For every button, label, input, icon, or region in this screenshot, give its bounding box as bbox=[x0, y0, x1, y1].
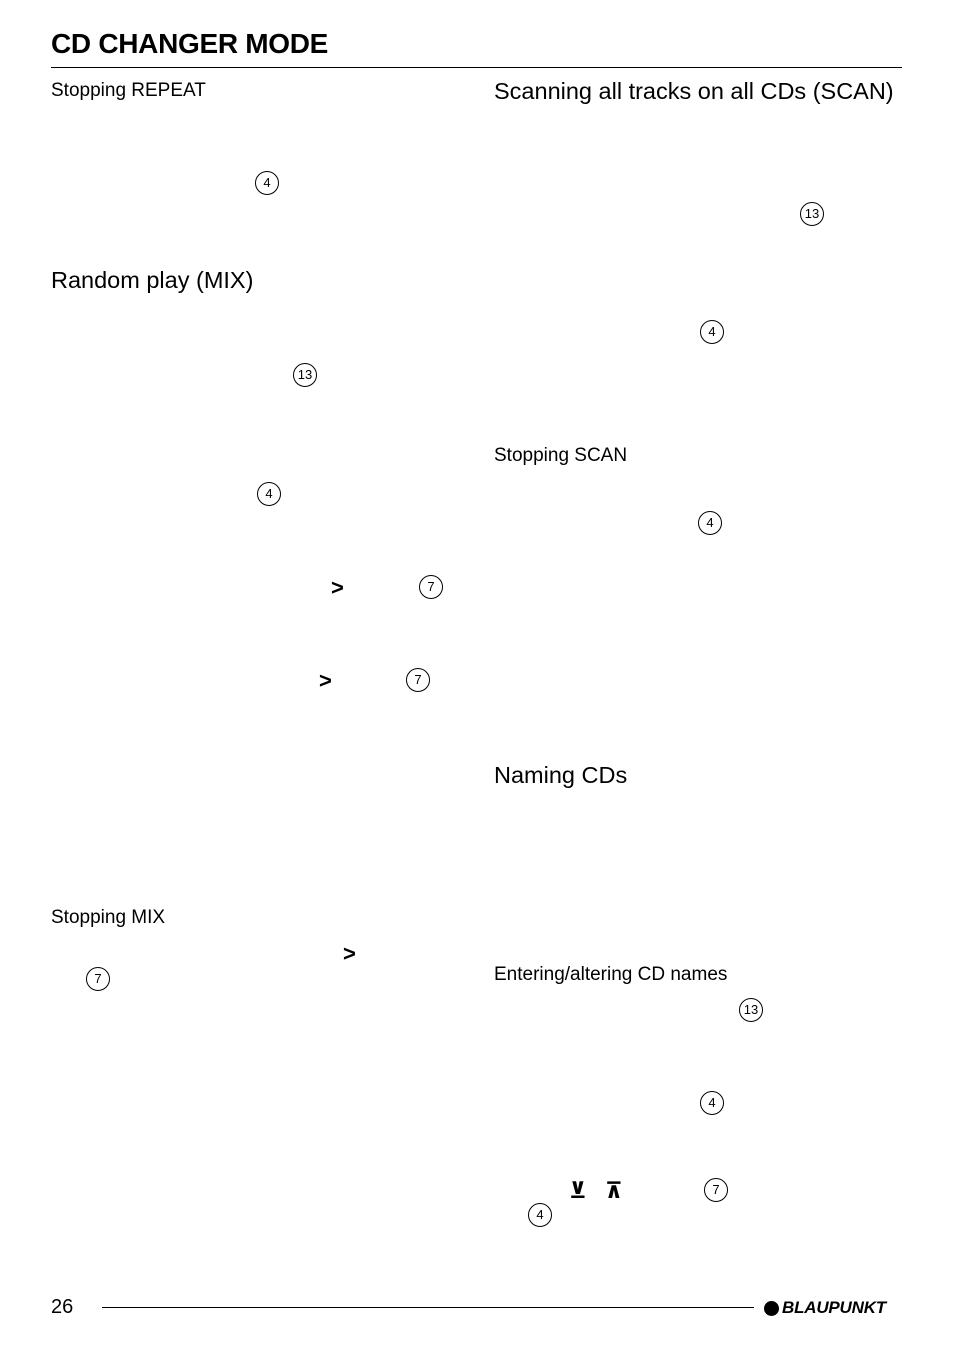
logo-dot-icon bbox=[764, 1300, 779, 1316]
ref-marker: 4 bbox=[255, 171, 279, 195]
footer-divider bbox=[102, 1307, 754, 1308]
stopping-repeat-heading: Stopping REPEAT bbox=[51, 80, 206, 101]
ref-marker: 7 bbox=[86, 967, 110, 991]
page-number: 26 bbox=[51, 1296, 74, 1318]
down-arrow-icon: ⊻ bbox=[569, 1178, 587, 1203]
ref-marker: 7 bbox=[704, 1178, 728, 1202]
ref-marker: 4 bbox=[528, 1203, 552, 1227]
up-arrow-icon: ⊼ bbox=[605, 1178, 623, 1203]
ref-marker: 4 bbox=[257, 482, 281, 506]
right-arrow-icon: > bbox=[331, 575, 344, 600]
ref-marker: 7 bbox=[406, 668, 430, 692]
stopping-scan-heading: Stopping SCAN bbox=[494, 445, 628, 466]
ref-marker: 13 bbox=[800, 202, 824, 226]
scan-heading: Scanning all tracks on all CDs (SCAN) bbox=[494, 78, 894, 104]
ref-marker: 4 bbox=[700, 1091, 724, 1115]
ref-marker: 13 bbox=[293, 363, 317, 387]
page-title: CD CHANGER MODE bbox=[51, 28, 329, 59]
ref-marker: 7 bbox=[419, 575, 443, 599]
random-play-heading: Random play (MIX) bbox=[51, 267, 254, 293]
entering-names-heading: Entering/altering CD names bbox=[494, 964, 728, 985]
right-arrow-icon: > bbox=[343, 941, 356, 966]
brand-name: BLAUPUNKT bbox=[782, 1298, 886, 1317]
naming-cds-heading: Naming CDs bbox=[494, 762, 628, 788]
stopping-mix-heading: Stopping MIX bbox=[51, 907, 166, 928]
ref-marker: 4 bbox=[698, 511, 722, 535]
ref-marker: 13 bbox=[739, 998, 763, 1022]
title-divider bbox=[51, 67, 902, 68]
right-arrow-icon: > bbox=[319, 668, 332, 693]
ref-marker: 4 bbox=[700, 320, 724, 344]
brand-logo: BLAUPUNKT bbox=[764, 1298, 886, 1318]
